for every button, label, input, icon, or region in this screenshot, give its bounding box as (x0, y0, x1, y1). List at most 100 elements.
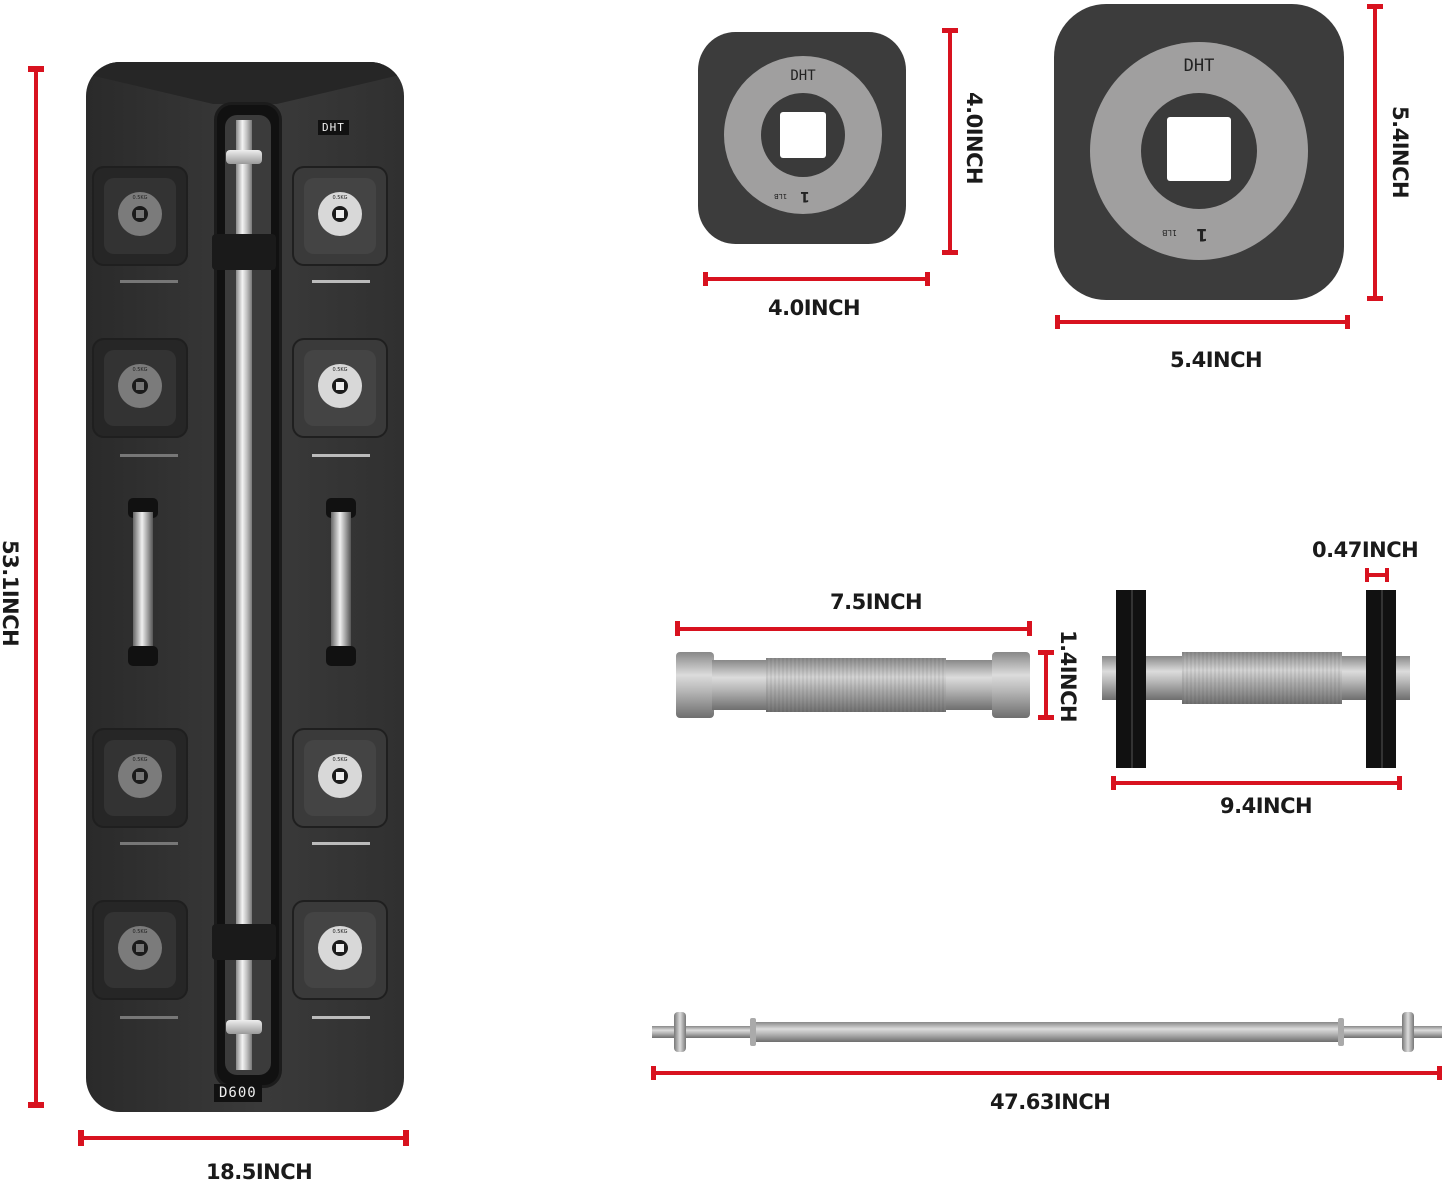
large-plate-width-line (1056, 320, 1348, 324)
plate-weight-label: 0.5KG (132, 367, 148, 373)
barbell-length-label: 47.63INCH (990, 1090, 1111, 1114)
stored-plate: 0.5KG (118, 926, 162, 970)
rack-brand-logo: DHT (318, 120, 349, 135)
plate-weight-label: 0.5KG (332, 367, 348, 373)
plate-thickness-line (1366, 573, 1388, 577)
rack-height-cap-top (28, 66, 44, 72)
plate-slot: 0.5KG (92, 900, 188, 1000)
plate-square-hole (780, 112, 826, 158)
stored-handle-left (128, 498, 158, 666)
rack-width-cap-right (403, 1130, 409, 1146)
plate-slot: 0.5KG (292, 900, 388, 1000)
plate-logo: DHT (790, 68, 816, 84)
small-plate-height-label: 4.0INCH (962, 92, 986, 185)
plate-thickness-cap-left (1365, 568, 1369, 582)
plate-weight-unit: 1LB (774, 192, 788, 200)
slot-indicator (312, 280, 370, 283)
dumbbell-length-label: 9.4INCH (1220, 794, 1313, 818)
large-plate-width-cap-left (1055, 315, 1060, 329)
barbell-length-cap-right (1437, 1066, 1442, 1080)
plate-slot: 0.5KG (292, 166, 388, 266)
stored-plate: 0.5KG (118, 192, 162, 236)
plate-weight-number: 1 (800, 188, 810, 204)
plate-weight-label: 0.5KG (132, 929, 148, 935)
dumbbell-length-cap-left (1111, 776, 1116, 790)
rack-width-dimension-line (80, 1136, 406, 1140)
barbell-length-cap-left (651, 1066, 656, 1080)
dumbbell-length-line (1112, 781, 1400, 785)
bar-holder-bottom (212, 924, 276, 960)
small-plate-width-cap-left (703, 272, 708, 286)
plate-weight-label: 0.5KG (332, 195, 348, 201)
handle-diameter-cap-bottom (1038, 715, 1054, 720)
slot-indicator (120, 842, 178, 845)
slot-indicator (312, 1016, 370, 1019)
large-plate-width-label: 5.4INCH (1170, 348, 1263, 372)
stored-plate: 0.5KG (118, 364, 162, 408)
stored-plate: 0.5KG (318, 926, 362, 970)
slot-indicator (312, 454, 370, 457)
barbell-collar-right (1402, 1012, 1414, 1052)
dumbbell-handle (676, 652, 1030, 718)
stored-plate: 0.5KG (318, 192, 362, 236)
large-plate-height-label: 5.4INCH (1388, 106, 1412, 199)
bar-holder-top (212, 234, 276, 270)
handle-length-cap-left (675, 621, 680, 636)
small-plate-height-line (948, 30, 952, 252)
model-badge: D600 (214, 1084, 262, 1102)
slot-indicator (120, 454, 178, 457)
stored-plate: 0.5KG (318, 364, 362, 408)
bar-collar-bottom (226, 1020, 262, 1034)
plate-weight-label: 0.5KG (132, 757, 148, 763)
dumbbell-length-cap-right (1397, 776, 1402, 790)
stored-barbell-bar (236, 120, 252, 1070)
small-plate-width-cap-right (925, 272, 930, 286)
plate-square-hole (1167, 117, 1231, 181)
rack-height-cap-bottom (28, 1102, 44, 1108)
rack-height-label: 53.1INCH (0, 540, 22, 647)
plate-logo: DHT (1183, 56, 1215, 76)
plate-thickness-cap-right (1385, 568, 1389, 582)
slot-indicator (120, 280, 178, 283)
small-weight-plate: DHT 1 1LB (698, 32, 906, 244)
plate-weight-label: 0.5KG (332, 929, 348, 935)
rack-height-dimension-line (34, 68, 38, 1106)
plate-slot: 0.5KG (292, 728, 388, 828)
small-plate-height-cap-bottom (942, 250, 958, 255)
stored-plate: 0.5KG (118, 754, 162, 798)
large-plate-height-cap-bottom (1367, 296, 1383, 301)
large-plate-width-cap-right (1345, 315, 1350, 329)
small-plate-height-cap-top (942, 28, 958, 33)
slot-indicator (312, 842, 370, 845)
small-plate-width-label: 4.0INCH (768, 296, 861, 320)
large-weight-plate: DHT 1 1LB (1054, 4, 1344, 300)
plate-weight-label: 0.5KG (332, 757, 348, 763)
plate-slot: 0.5KG (92, 728, 188, 828)
stored-plate: 0.5KG (318, 754, 362, 798)
large-plate-height-line (1373, 6, 1377, 300)
bar-collar-top (226, 150, 262, 164)
plate-slot: 0.5KG (292, 338, 388, 438)
handle-length-line (676, 627, 1030, 631)
plate-weight-unit: 1LB (1162, 228, 1178, 237)
rack-width-cap-left (78, 1130, 84, 1146)
storage-rack: DHT 0.5KG 0.5KG 0.5KG 0.5KG 0.5KG 0.5KG … (86, 62, 404, 1112)
barbell-collar-left (674, 1012, 686, 1052)
small-plate-width-line (704, 277, 928, 281)
handle-diameter-label: 1.4INCH (1056, 630, 1080, 723)
handle-diameter-line (1044, 652, 1048, 718)
barbell-bar (652, 1012, 1442, 1052)
plate-slot: 0.5KG (92, 338, 188, 438)
assembled-dumbbell (1102, 590, 1412, 770)
rack-width-label: 18.5INCH (206, 1160, 313, 1184)
plate-weight-label: 0.5KG (132, 195, 148, 201)
plate-thickness-label: 0.47INCH (1312, 538, 1419, 562)
large-plate-height-cap-top (1367, 4, 1383, 9)
slot-indicator (120, 1016, 178, 1019)
handle-length-cap-right (1027, 621, 1032, 636)
stored-handle-right (326, 498, 356, 666)
handle-diameter-cap-top (1038, 650, 1054, 655)
barbell-length-line (652, 1071, 1440, 1075)
handle-length-label: 7.5INCH (830, 590, 923, 614)
plate-slot: 0.5KG (92, 166, 188, 266)
